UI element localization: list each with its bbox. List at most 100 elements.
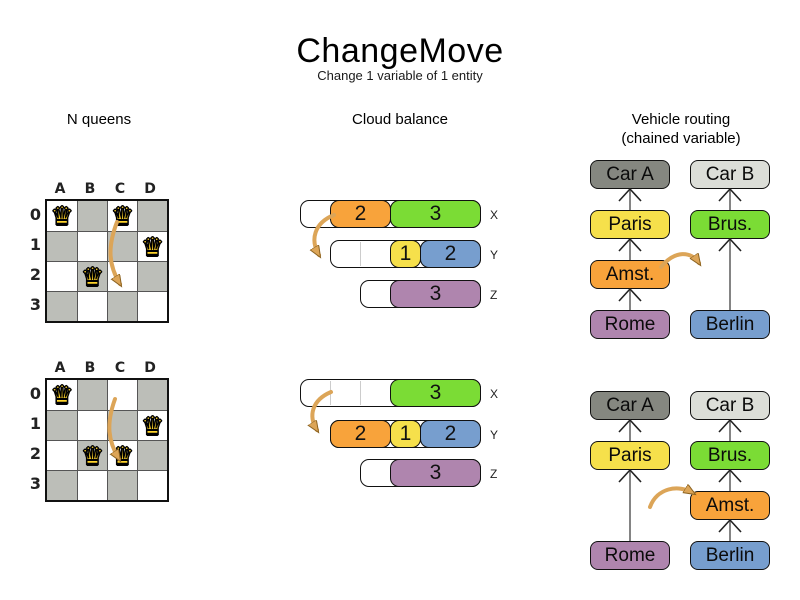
board-cell: ♛ bbox=[77, 440, 107, 470]
process-block: 1 bbox=[390, 240, 421, 268]
board-cell bbox=[77, 291, 107, 321]
computer-label-x: X bbox=[490, 208, 499, 222]
board-cell bbox=[47, 410, 77, 440]
process-block: 2 bbox=[420, 240, 481, 268]
board-cell bbox=[77, 410, 107, 440]
board-row-number: 2 bbox=[29, 265, 41, 284]
board-cell bbox=[107, 291, 137, 321]
board-cell bbox=[77, 380, 107, 410]
board-cell bbox=[137, 261, 167, 291]
queen-icon: ♛ bbox=[80, 440, 105, 471]
vrp-node-paris: Paris bbox=[590, 210, 670, 239]
computer-label-x: X bbox=[490, 387, 499, 401]
column-header-vrp-sub: (chained variable) bbox=[621, 130, 741, 147]
move-arrow-vrp-after bbox=[648, 488, 693, 509]
process-block: 2 bbox=[330, 420, 391, 448]
board-cell: ♛ bbox=[107, 201, 137, 231]
process-block: 2 bbox=[420, 420, 481, 448]
chain-lines bbox=[629, 189, 731, 541]
board-cell bbox=[137, 470, 167, 500]
page-title: ChangeMove bbox=[296, 32, 504, 70]
board-row-number: 1 bbox=[29, 235, 41, 254]
board-cell bbox=[107, 410, 137, 440]
board-cell: ♛ bbox=[77, 261, 107, 291]
board-cell bbox=[107, 261, 137, 291]
process-block: 3 bbox=[390, 379, 481, 407]
vrp-node-cara: Car A bbox=[590, 160, 670, 189]
column-header-vrp: Vehicle routing (chained variable) bbox=[621, 110, 740, 148]
process-block: 3 bbox=[390, 200, 481, 228]
vrp-node-paris: Paris bbox=[590, 441, 670, 470]
capacity-tick bbox=[330, 381, 331, 405]
queen-icon: ♛ bbox=[140, 410, 165, 441]
board-column-letter: A bbox=[54, 181, 66, 197]
vrp-node-berlin: Berlin bbox=[690, 541, 770, 570]
board-cell bbox=[47, 261, 77, 291]
computer-label-y: Y bbox=[490, 428, 499, 442]
board-column-letter: B bbox=[84, 181, 96, 197]
column-header-cloud: Cloud balance bbox=[352, 111, 448, 128]
vrp-node-berlin: Berlin bbox=[690, 310, 770, 339]
computer-label-y: Y bbox=[490, 248, 499, 262]
board-column-letter: B bbox=[84, 360, 96, 376]
board-cell: ♛ bbox=[137, 231, 167, 261]
board-column-letter: A bbox=[54, 360, 66, 376]
vrp-node-carb: Car B bbox=[690, 160, 770, 189]
board-cell bbox=[137, 291, 167, 321]
board-row-number: 0 bbox=[29, 205, 41, 224]
board-column-letter: D bbox=[144, 181, 156, 197]
queen-icon: ♛ bbox=[50, 201, 74, 231]
nqueens-board-after: ♛♛♛♛ bbox=[45, 378, 169, 502]
column-header-vrp-main: Vehicle routing bbox=[631, 111, 731, 128]
queen-icon: ♛ bbox=[110, 440, 135, 471]
vrp-node-carb: Car B bbox=[690, 391, 770, 420]
board-cell bbox=[137, 440, 167, 470]
board-cell bbox=[107, 231, 137, 261]
process-block: 2 bbox=[330, 200, 391, 228]
board-cell bbox=[137, 380, 167, 410]
column-header-nqueens: N queens bbox=[66, 111, 132, 128]
queen-icon: ♛ bbox=[140, 231, 165, 262]
board-cell bbox=[47, 440, 77, 470]
chain-arrowheads bbox=[618, 187, 742, 533]
board-column-letter: D bbox=[144, 360, 156, 376]
vrp-node-amst: Amst. bbox=[690, 491, 770, 520]
board-cell bbox=[107, 380, 137, 410]
process-block: 1 bbox=[390, 420, 421, 448]
board-cell bbox=[77, 231, 107, 261]
board-row-number: 2 bbox=[29, 444, 41, 463]
board-row-number: 0 bbox=[29, 384, 41, 403]
capacity-tick bbox=[360, 381, 361, 405]
vrp-node-rome: Rome bbox=[590, 541, 670, 570]
board-column-letter: C bbox=[114, 181, 126, 197]
board-cell bbox=[47, 470, 77, 500]
board-cell: ♛ bbox=[47, 380, 77, 410]
board-cell bbox=[77, 201, 107, 231]
board-cell bbox=[137, 201, 167, 231]
page-subtitle: Change 1 variable of 1 entity bbox=[317, 68, 483, 83]
board-row-number: 3 bbox=[29, 295, 41, 314]
board-cell: ♛ bbox=[47, 201, 77, 231]
vrp-node-rome: Rome bbox=[590, 310, 670, 339]
capacity-tick bbox=[360, 242, 361, 266]
process-block: 3 bbox=[390, 459, 481, 487]
process-block: 3 bbox=[390, 280, 481, 308]
board-column-letter: C bbox=[114, 360, 126, 376]
board-cell bbox=[107, 470, 137, 500]
vrp-node-brus: Brus. bbox=[690, 441, 770, 470]
queen-icon: ♛ bbox=[50, 380, 74, 410]
computer-label-z: Z bbox=[490, 467, 498, 481]
board-row-number: 1 bbox=[29, 414, 41, 433]
computer-label-z: Z bbox=[490, 288, 498, 302]
board-cell: ♛ bbox=[137, 410, 167, 440]
vrp-node-amst: Amst. bbox=[590, 260, 670, 289]
board-row-number: 3 bbox=[29, 474, 41, 493]
board-cell bbox=[47, 231, 77, 261]
nqueens-board-before: ♛♛♛♛ bbox=[45, 199, 169, 323]
board-cell: ♛ bbox=[107, 440, 137, 470]
board-cell bbox=[47, 291, 77, 321]
queen-icon: ♛ bbox=[80, 261, 105, 292]
queen-icon: ♛ bbox=[110, 201, 135, 231]
board-cell bbox=[77, 470, 107, 500]
